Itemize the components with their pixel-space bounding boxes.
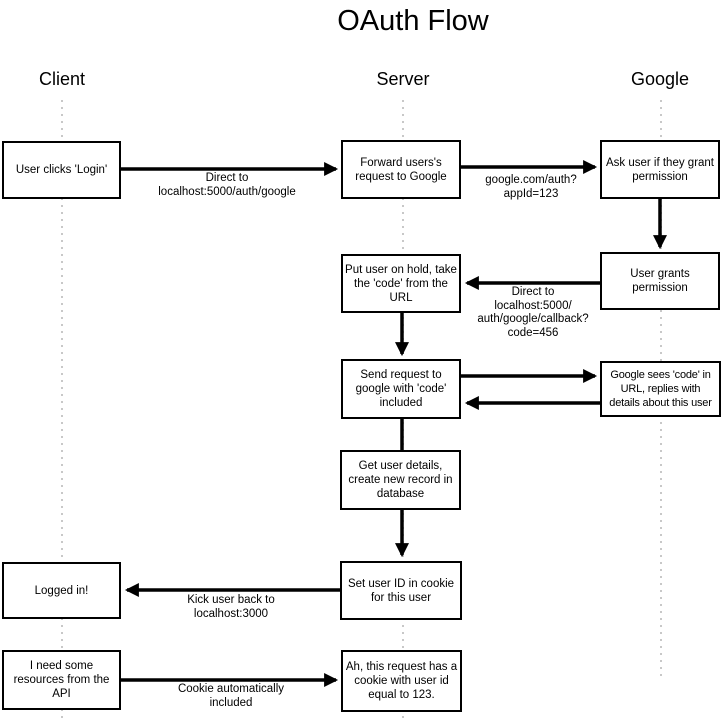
node-user-grants: User grants permission xyxy=(600,252,720,310)
edge-label-kick-back: Kick user back to localhost:3000 xyxy=(187,594,275,620)
edge-label-google-auth-appid: google.com/auth? appId=123 xyxy=(485,174,577,200)
lane-header-google: Google xyxy=(630,69,690,89)
node-ask-permission: Ask user if they grant permission xyxy=(600,140,720,199)
diagram-title: OAuth Flow xyxy=(337,5,489,37)
node-google-sees-code: Google sees 'code' in URL, replies with … xyxy=(600,361,721,417)
node-put-on-hold: Put user on hold, take the 'code' from t… xyxy=(341,254,461,313)
edge-label-direct-auth-google: Direct to localhost:5000/auth/google xyxy=(158,172,296,198)
node-set-cookie: Set user ID in cookie for this user xyxy=(340,561,462,620)
edge-label-cookie-included: Cookie automatically included xyxy=(177,683,285,709)
node-get-details: Get user details, create new record in d… xyxy=(340,450,461,510)
node-user-clicks-login: User clicks 'Login' xyxy=(2,141,121,199)
node-send-code: Send request to google with 'code' inclu… xyxy=(341,359,461,419)
node-request-has-cookie: Ah, this request has a cookie with user … xyxy=(341,650,462,712)
edge-label-direct-callback: Direct to localhost:5000/ auth/google/ca… xyxy=(477,286,589,339)
lane-header-client: Client xyxy=(38,69,86,89)
node-need-resources: I need some resources from the API xyxy=(2,650,121,710)
node-forward-request: Forward users's request to Google xyxy=(341,140,461,199)
lane-header-server: Server xyxy=(376,69,430,89)
node-logged-in: Logged in! xyxy=(2,562,121,619)
